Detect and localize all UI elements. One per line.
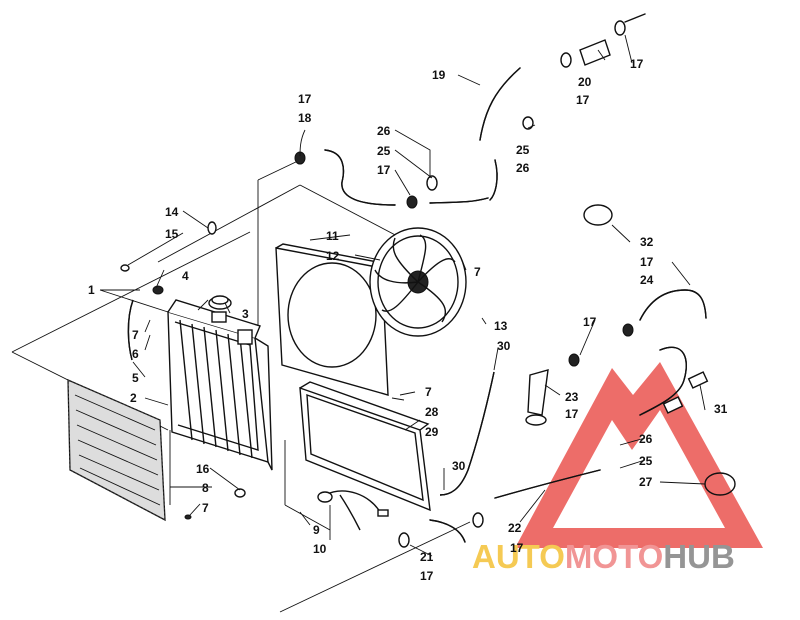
watermark-logo: AUTOMOTOHUB bbox=[472, 362, 763, 575]
hose-clamps bbox=[294, 116, 634, 548]
callout-17g: 17 bbox=[565, 407, 579, 421]
callout-27: 27 bbox=[639, 475, 653, 489]
callout-15: 15 bbox=[165, 227, 179, 241]
callout-1: 1 bbox=[88, 283, 95, 297]
callout-3: 3 bbox=[242, 307, 249, 321]
callout-9: 9 bbox=[313, 523, 320, 537]
callout-7d: 7 bbox=[202, 501, 209, 515]
radiator bbox=[167, 299, 273, 471]
svg-text:AUTOMOTOHUB: AUTOMOTOHUB bbox=[472, 538, 735, 575]
callout-17f: 17 bbox=[583, 315, 597, 329]
callout-21: 21 bbox=[420, 550, 434, 564]
hose-22 bbox=[494, 469, 601, 499]
callout-5: 5 bbox=[132, 371, 139, 385]
watermark-text-auto: AUTO bbox=[472, 538, 565, 575]
callout-2: 2 bbox=[130, 391, 137, 405]
callout-25a: 25 bbox=[377, 144, 391, 158]
watermark-triangle bbox=[515, 362, 763, 548]
elbow-23 bbox=[525, 369, 549, 426]
callout-labels: 1 2 3 4 5 6 7 7 7 7 8 9 10 11 12 13 14 1… bbox=[88, 57, 728, 583]
oil-cooler bbox=[299, 381, 431, 512]
callout-24: 24 bbox=[640, 273, 654, 287]
callout-23: 23 bbox=[565, 390, 579, 404]
callout-13: 13 bbox=[494, 319, 508, 333]
callout-10: 10 bbox=[313, 542, 327, 556]
callout-22: 22 bbox=[508, 521, 522, 535]
callout-17d: 17 bbox=[630, 57, 644, 71]
clamp-ring-32 bbox=[583, 204, 613, 226]
callout-14: 14 bbox=[165, 205, 179, 219]
callout-8: 8 bbox=[202, 481, 209, 495]
pads-31 bbox=[662, 371, 709, 414]
callout-11: 11 bbox=[326, 229, 339, 243]
hose-19 bbox=[479, 67, 521, 201]
radiator-cap bbox=[208, 295, 232, 310]
callout-26c: 26 bbox=[639, 432, 653, 446]
hose-21 bbox=[429, 519, 466, 543]
watermark-text-moto: MOTO bbox=[565, 538, 663, 575]
callout-26b: 26 bbox=[516, 161, 530, 175]
leader-lines bbox=[99, 34, 706, 557]
callout-4: 4 bbox=[182, 269, 189, 283]
callout-6: 6 bbox=[132, 347, 139, 361]
callout-7a: 7 bbox=[132, 328, 139, 342]
callout-17b: 17 bbox=[377, 163, 391, 177]
callout-17h: 17 bbox=[510, 541, 524, 555]
callout-20: 20 bbox=[578, 75, 592, 89]
callout-19: 19 bbox=[432, 68, 446, 82]
hose-18 bbox=[324, 149, 489, 206]
callout-18: 18 bbox=[298, 111, 312, 125]
coupler-20 bbox=[560, 13, 646, 68]
callout-17i: 17 bbox=[420, 569, 434, 583]
radiator-grille-screen bbox=[67, 378, 166, 522]
callout-12: 12 bbox=[326, 249, 340, 263]
wire-harness bbox=[317, 490, 389, 531]
callout-32: 32 bbox=[640, 235, 654, 249]
callout-17a: 17 bbox=[298, 92, 312, 106]
watermark-text-hub: HUB bbox=[663, 538, 735, 575]
hose-24 bbox=[639, 289, 707, 416]
callout-25c: 25 bbox=[639, 454, 653, 468]
callout-16: 16 bbox=[196, 462, 210, 476]
callout-7c: 7 bbox=[425, 385, 432, 399]
callout-26a: 26 bbox=[377, 124, 391, 138]
callout-7b: 7 bbox=[474, 265, 481, 279]
hose-29 bbox=[439, 371, 495, 496]
callout-30a: 30 bbox=[497, 339, 511, 353]
callout-17c: 17 bbox=[576, 93, 590, 107]
callout-30b: 30 bbox=[452, 459, 466, 473]
small-fittings-left bbox=[120, 221, 246, 520]
callout-29: 29 bbox=[425, 425, 439, 439]
callout-28: 28 bbox=[425, 405, 439, 419]
callout-31: 31 bbox=[714, 402, 728, 416]
cooling-fan bbox=[369, 227, 467, 337]
callout-17e: 17 bbox=[640, 255, 654, 269]
callout-25b: 25 bbox=[516, 143, 530, 157]
